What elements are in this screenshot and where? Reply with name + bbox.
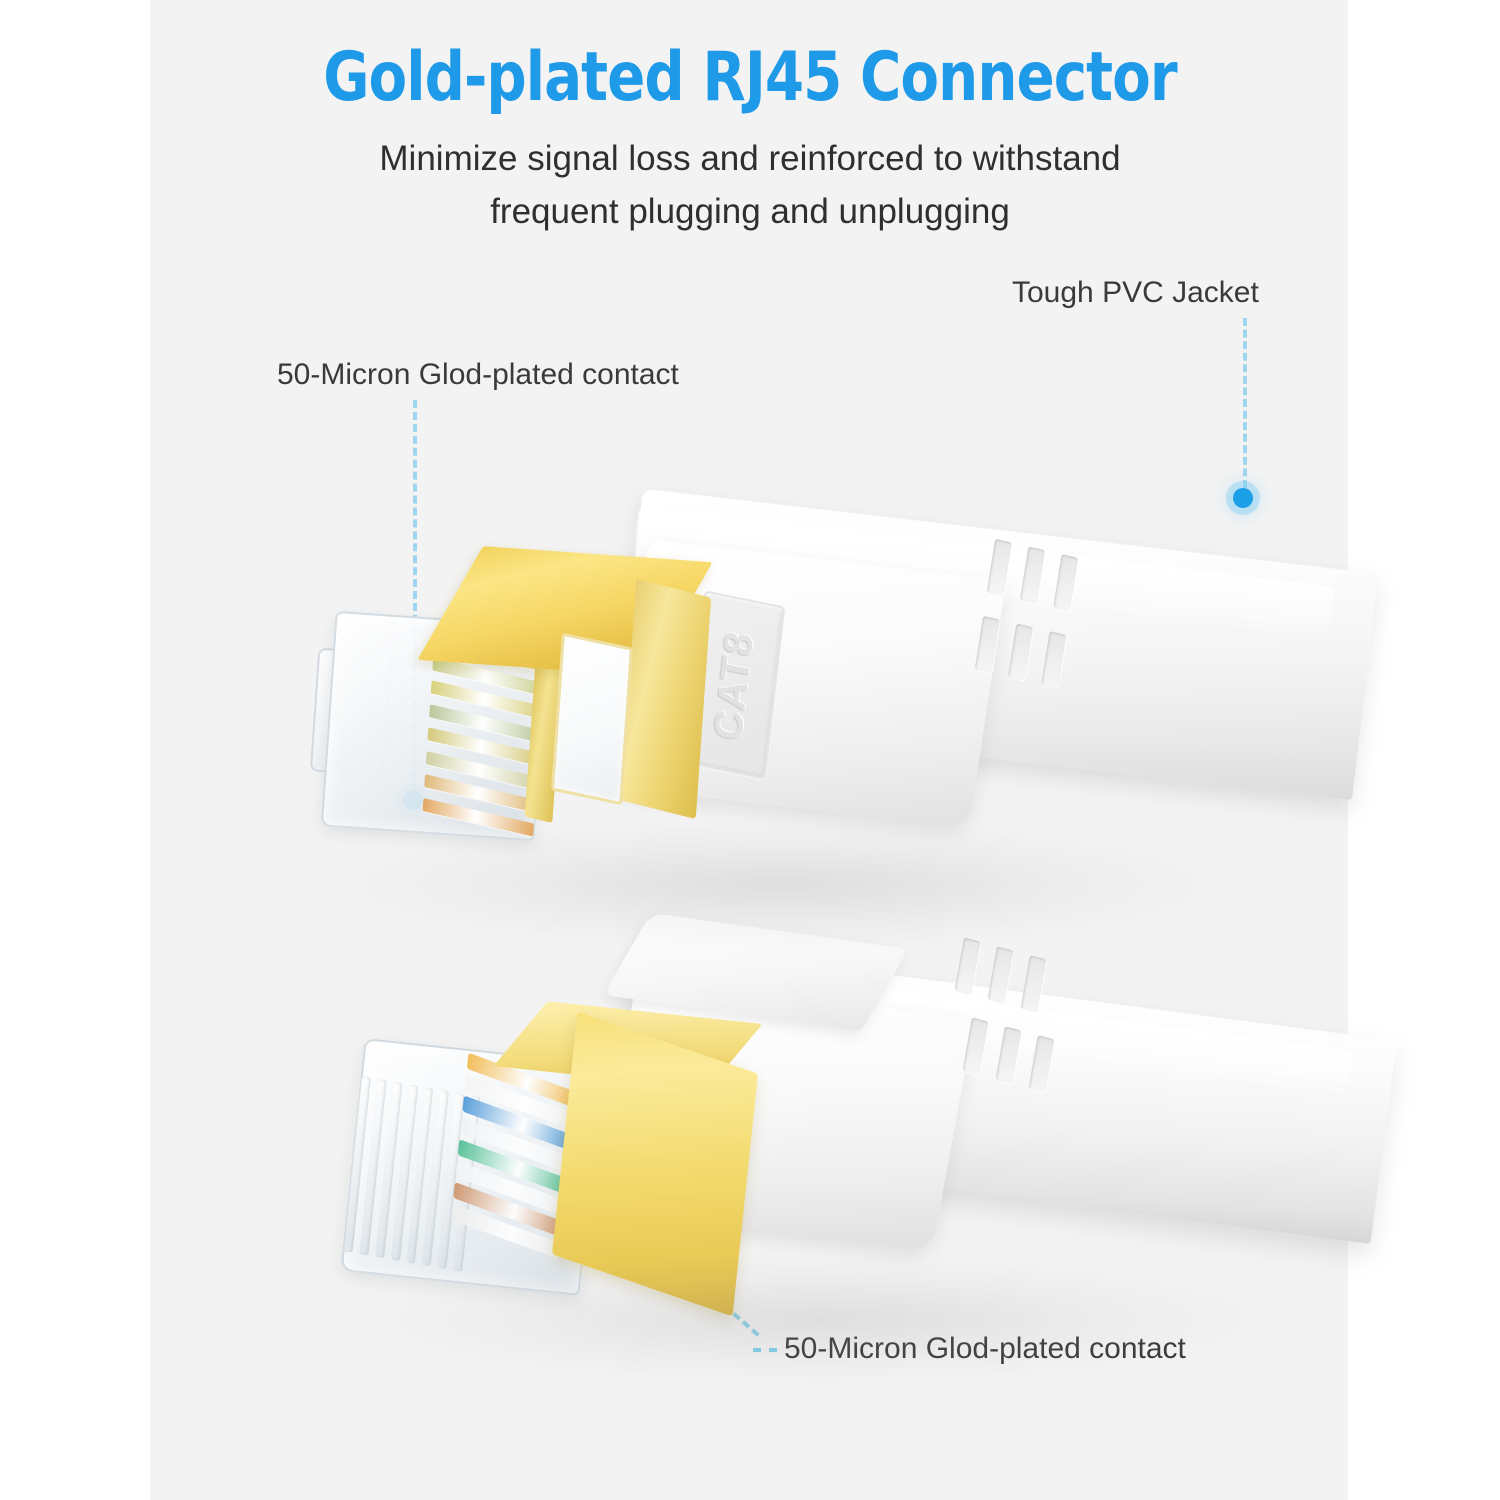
subtitle-line-1: Minimize signal loss and reinforced to w…: [379, 139, 1121, 178]
top-plug-gold-shield-side: [620, 578, 712, 820]
cat8-marking-text: CAT8: [706, 626, 763, 744]
grip-slot: [1007, 623, 1034, 681]
bottom-rj45-plug: [330, 1001, 763, 1336]
page-subtitle: Minimize signal loss and reinforced to w…: [0, 132, 1500, 238]
grip-slot: [987, 946, 1014, 1004]
callout-label-pvc-jacket: Tough PVC Jacket: [1012, 276, 1259, 309]
callout-label-gold-contact-top: 50-Micron Glod-plated contact: [277, 358, 679, 391]
subtitle-line-2: frequent plugging and unplugging: [490, 192, 1010, 231]
bottom-cable-assembly: [330, 900, 1397, 1350]
top-rj45-plug: [309, 530, 713, 890]
page-title: Gold-plated RJ45 Connector: [323, 38, 1177, 117]
grip-slot: [995, 1026, 1022, 1084]
grip-slot: [954, 937, 981, 995]
grip-slot: [1019, 546, 1046, 604]
top-plug-shield-window: [550, 632, 634, 806]
top-cable-assembly: CAT8: [300, 470, 1379, 940]
callout-label-gold-contact-bottom: 50-Micron Glod-plated contact: [784, 1332, 1186, 1365]
